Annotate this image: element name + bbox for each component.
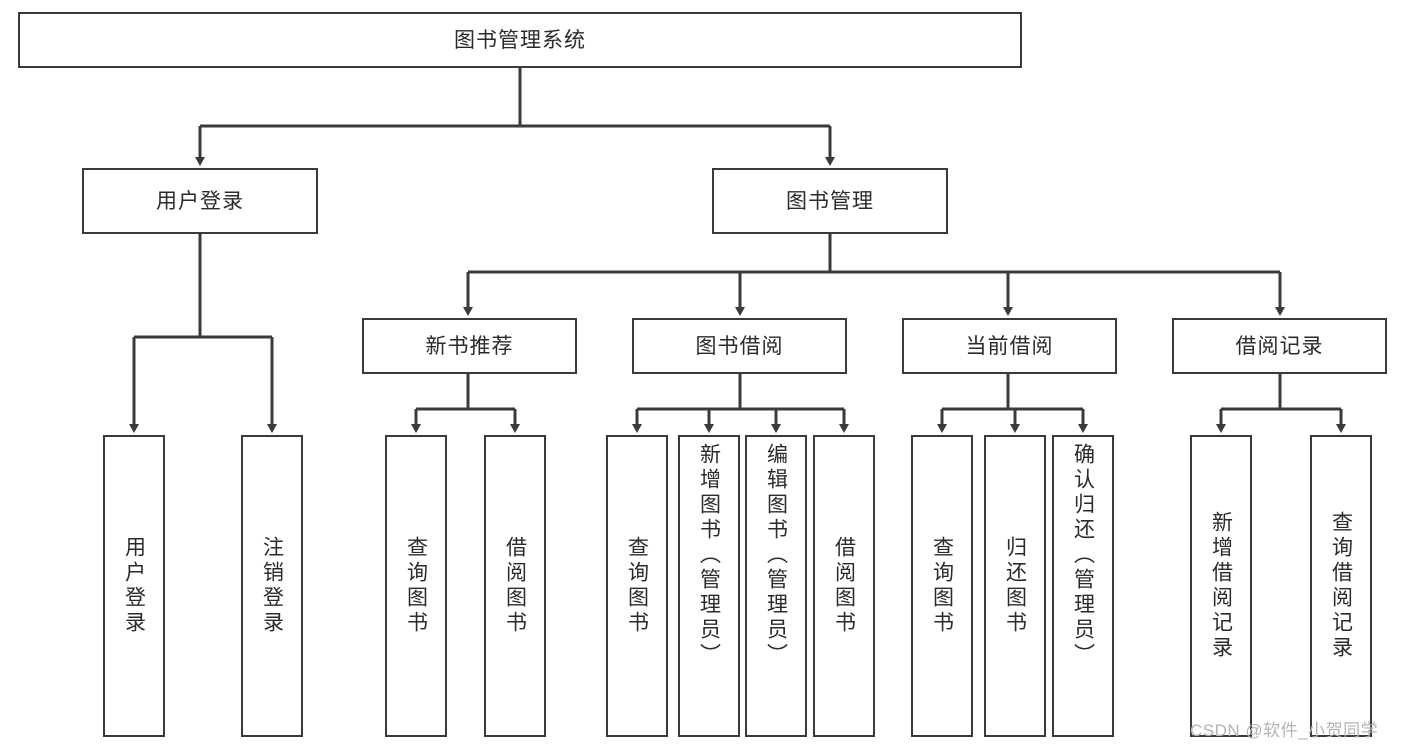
node-leaf-add-record-label: 新增借阅记录 [1209, 511, 1233, 661]
node-leaf-return-book-label: 归还图书 [1003, 536, 1027, 636]
node-leaf-edit-book-label: 编辑图书（管理员） [764, 443, 788, 668]
node-borrow-record-label: 借阅记录 [1235, 334, 1324, 358]
node-leaf-borrow-book-2[interactable]: 借阅图书 [813, 435, 875, 737]
node-new-book-recommend-label: 新书推荐 [425, 334, 514, 358]
node-leaf-query-book-2-label: 查询图书 [625, 536, 649, 636]
node-book-management[interactable]: 图书管理 [712, 168, 948, 234]
node-leaf-query-book-3-label: 查询图书 [930, 536, 954, 636]
node-leaf-borrow-book-1-label: 借阅图书 [503, 536, 527, 636]
node-leaf-borrow-book-2-label: 借阅图书 [832, 536, 856, 636]
node-leaf-confirm-return-label: 确认归还（管理员） [1071, 443, 1095, 668]
node-book-borrow[interactable]: 图书借阅 [632, 318, 847, 374]
node-user-login-label: 用户登录 [156, 189, 244, 213]
node-current-borrow-label: 当前借阅 [965, 334, 1054, 358]
node-leaf-user-login-label: 用户登录 [122, 536, 146, 636]
node-leaf-user-logout[interactable]: 注销登录 [241, 435, 303, 737]
node-leaf-user-login[interactable]: 用户登录 [103, 435, 165, 737]
node-leaf-query-book-1-label: 查询图书 [404, 536, 428, 636]
node-root-system-label: 图书管理系统 [454, 28, 586, 52]
node-leaf-user-logout-label: 注销登录 [260, 536, 284, 636]
node-leaf-confirm-return[interactable]: 确认归还（管理员） [1052, 435, 1114, 737]
node-leaf-query-book-1[interactable]: 查询图书 [385, 435, 447, 737]
node-leaf-add-book-label: 新增图书（管理员） [697, 443, 721, 668]
node-current-borrow[interactable]: 当前借阅 [902, 318, 1117, 374]
node-leaf-query-book-3[interactable]: 查询图书 [911, 435, 973, 737]
node-leaf-query-book-2[interactable]: 查询图书 [606, 435, 668, 737]
node-book-management-label: 图书管理 [786, 189, 874, 213]
node-book-borrow-label: 图书借阅 [695, 334, 784, 358]
node-borrow-record[interactable]: 借阅记录 [1172, 318, 1387, 374]
node-leaf-return-book[interactable]: 归还图书 [984, 435, 1046, 737]
node-leaf-add-record[interactable]: 新增借阅记录 [1190, 435, 1252, 737]
node-leaf-edit-book[interactable]: 编辑图书（管理员） [745, 435, 807, 737]
node-new-book-recommend[interactable]: 新书推荐 [362, 318, 577, 374]
node-leaf-borrow-book-1[interactable]: 借阅图书 [484, 435, 546, 737]
node-root-system[interactable]: 图书管理系统 [18, 12, 1022, 68]
node-leaf-query-record-label: 查询借阅记录 [1329, 511, 1353, 661]
node-leaf-query-record[interactable]: 查询借阅记录 [1310, 435, 1372, 737]
node-user-login[interactable]: 用户登录 [82, 168, 318, 234]
node-leaf-add-book[interactable]: 新增图书（管理员） [678, 435, 740, 737]
csdn-watermark: CSDN @软件_小贺同学 [1190, 721, 1379, 740]
